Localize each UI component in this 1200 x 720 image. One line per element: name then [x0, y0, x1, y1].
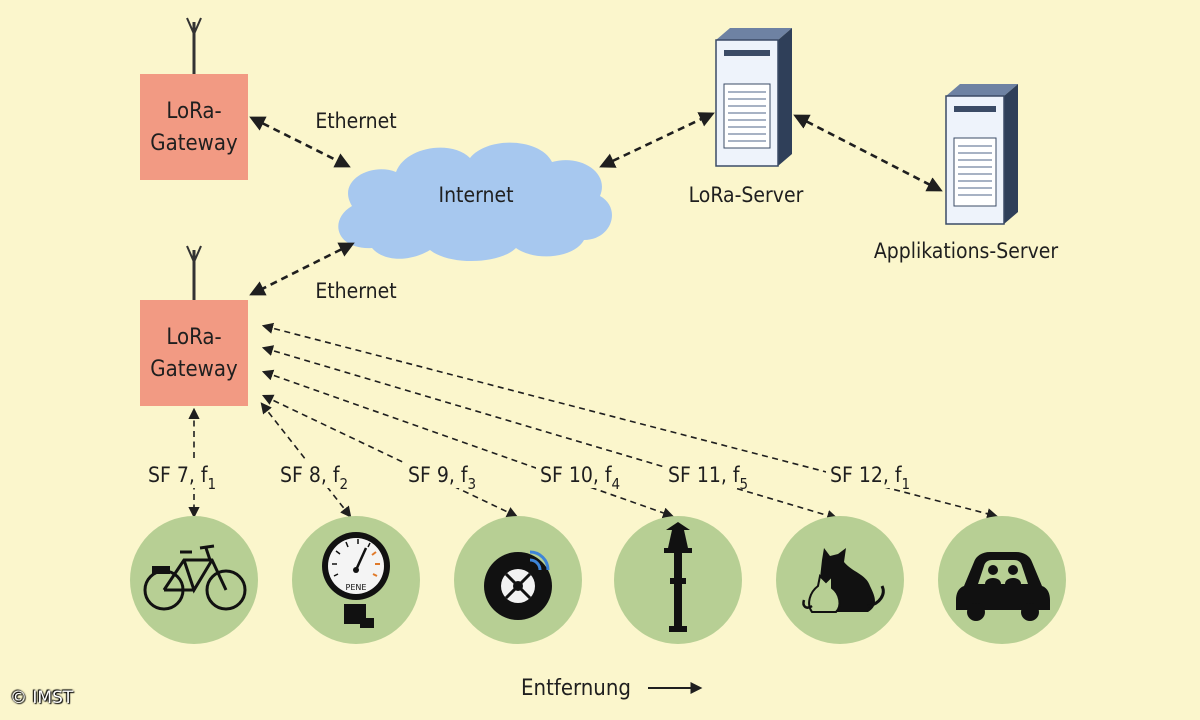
sf-label-sub: 3 [468, 475, 477, 493]
ethernet-link-bottom [249, 242, 355, 296]
sf-label-text: SF 8, f [280, 463, 341, 487]
distance-label: Entfernung [521, 676, 631, 701]
sf-label-sub: 4 [612, 475, 621, 493]
lora-gateway-top: LoRa- Gateway [140, 74, 248, 180]
svg-text:SF 9, f3: SF 9, f3 [408, 463, 476, 493]
lora-server-label: LoRa-Server [689, 183, 804, 207]
svg-text:SF 8, f2: SF 8, f2 [280, 463, 348, 493]
device-circle [130, 516, 258, 644]
ethernet-label-bottom: Ethernet [315, 279, 396, 303]
sf-label-3: SF 9, f3 [404, 460, 484, 493]
sf-label-text: SF 9, f [408, 463, 469, 487]
radio-link-sf10 [261, 369, 675, 519]
antenna-icon [186, 245, 202, 300]
sf-label-2: SF 8, f2 [276, 460, 352, 493]
pressure-gauge-icon: PENE [322, 532, 390, 628]
lora-gateway-bottom: LoRa- Gateway [140, 300, 248, 406]
street-lamp-icon [664, 522, 692, 632]
internet-label: Internet [439, 183, 514, 207]
sf-label-text: SF 11, f [668, 463, 741, 487]
copyright-notice: © IMST [10, 688, 74, 708]
sf-label-text: SF 12, f [830, 463, 903, 487]
svg-text:SF 10, f4: SF 10, f4 [540, 463, 620, 493]
car-icon [956, 552, 1050, 621]
svg-text:SF 7, f1: SF 7, f1 [148, 463, 216, 493]
ethernet-label-top: Ethernet [315, 109, 396, 133]
internet-server-link [599, 112, 715, 168]
sf-label-text: SF 10, f [540, 463, 613, 487]
internet-cloud: Internet [338, 142, 612, 262]
sf-label-sub: 1 [208, 475, 217, 493]
gauge-text: PENE [346, 583, 367, 592]
pets-icon [802, 548, 885, 613]
tire-sensor-icon [484, 550, 552, 620]
sf-label-sub: 2 [340, 475, 349, 493]
gateway-bottom-line2: Gateway [150, 357, 238, 382]
sf-label-4: SF 10, f4 [536, 460, 628, 493]
svg-text:SF 11, f5: SF 11, f5 [668, 463, 748, 493]
sf-label-text: SF 7, f [148, 463, 209, 487]
sf-label-1: SF 7, f1 [142, 460, 238, 493]
sf-label-5: SF 11, f5 [664, 460, 756, 493]
application-server-icon [945, 84, 1018, 225]
lora-server-icon [715, 28, 792, 167]
sf-label-6: SF 12, f1 [826, 460, 918, 493]
bicycle-icon [143, 544, 247, 611]
antenna-icon [186, 17, 202, 74]
sf-label-sub: 5 [740, 475, 749, 493]
gateway-top-line1: LoRa- [166, 99, 221, 124]
gateway-bottom-line1: LoRa- [166, 325, 221, 350]
application-server-label: Applikations-Server [874, 239, 1059, 263]
radio-link-sf9 [261, 394, 519, 518]
server-application-link [793, 114, 943, 192]
radio-link-sf11 [261, 345, 839, 521]
ethernet-link-top [249, 116, 351, 168]
svg-text:SF 12, f1: SF 12, f1 [830, 463, 910, 493]
gateway-top-line2: Gateway [150, 131, 238, 156]
sf-label-sub: 1 [902, 475, 911, 493]
